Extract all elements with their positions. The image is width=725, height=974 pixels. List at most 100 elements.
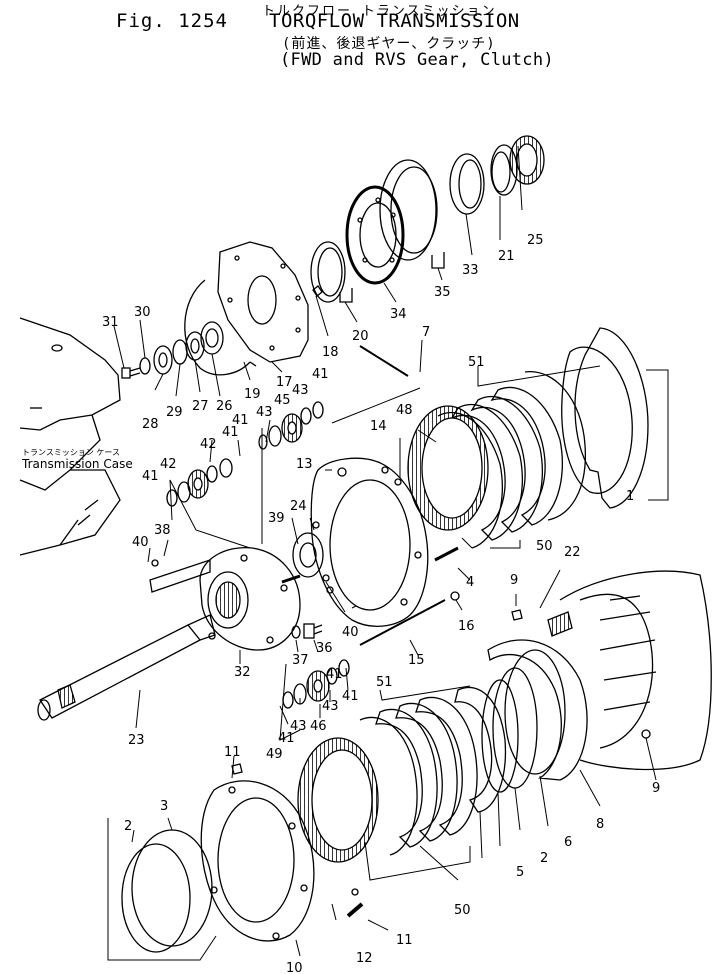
ring-6 — [492, 667, 538, 789]
bearing-24 — [292, 532, 324, 578]
callout-17: 17 — [276, 375, 293, 390]
bolt-11-upper — [231, 763, 243, 775]
bearing-27 — [185, 331, 205, 361]
callout-41-b: 41 — [232, 413, 249, 428]
callout-24: 24 — [290, 499, 307, 514]
callout-3: 3 — [160, 799, 168, 814]
ring-gear-49 — [297, 737, 379, 863]
case-label-jp: トランスミッション ケース — [22, 448, 120, 457]
callout-36: 36 — [316, 641, 333, 656]
housing-8 — [487, 639, 588, 781]
pin-40-upper — [151, 559, 159, 567]
callout-12: 12 — [356, 951, 373, 966]
piston-35 — [379, 159, 445, 269]
pin-7 — [359, 345, 409, 377]
planet-gear-set-lower — [282, 659, 350, 709]
shaft-39 — [281, 574, 301, 584]
callout-48: 48 — [396, 403, 413, 418]
callout-6: 6 — [564, 835, 572, 850]
housing-17 — [217, 241, 309, 363]
callout-40-lower: 40 — [342, 625, 359, 640]
diagram-title: TORQFLOW TRANSMISSION — [269, 10, 520, 32]
piston-34 — [345, 185, 405, 285]
cover-plate-1 — [561, 327, 649, 509]
callout-41-f: 41 — [326, 667, 343, 682]
callout-34: 34 — [390, 307, 407, 322]
callout-43-d: 43 — [290, 719, 307, 734]
callout-18: 18 — [322, 345, 339, 360]
washer-16 — [450, 591, 460, 601]
figure-number: Fig. 1254 — [116, 10, 228, 32]
bolt-9-lower — [641, 729, 651, 739]
callout-20: 20 — [352, 329, 369, 344]
japanese-title: トルクフロー トランスミッション — [262, 4, 497, 19]
callout-11-upper: 11 — [224, 745, 241, 760]
hub-32 — [199, 546, 301, 651]
clutch-pack-lower — [359, 696, 478, 856]
callout-2-left: 2 — [124, 819, 132, 834]
diagram-subtitle: (FWD and RVS Gear, Clutch) — [280, 50, 554, 70]
shaft-23 — [37, 614, 216, 721]
callout-26: 26 — [216, 399, 233, 414]
callout-41-g: 41 — [278, 731, 295, 746]
bolt-9-upper — [511, 609, 523, 621]
ring-2-right — [481, 679, 519, 793]
callout-45: 45 — [274, 393, 291, 408]
seal-ring-20 — [310, 241, 353, 303]
callout-38: 38 — [154, 523, 171, 538]
transmission-case — [19, 317, 121, 556]
callout-39: 39 — [268, 511, 285, 526]
callout-42-b: 42 — [160, 457, 177, 472]
callout-35: 35 — [434, 285, 451, 300]
callout-7: 7 — [422, 325, 430, 340]
bolt-15 — [359, 599, 446, 646]
spring-4 — [434, 546, 459, 562]
callout-21: 21 — [498, 249, 515, 264]
case-label: Transmission Case — [21, 457, 133, 471]
callout-10: 10 — [286, 961, 303, 974]
lockwasher-30 — [139, 357, 151, 375]
bolt-11-lower — [351, 888, 359, 896]
callout-labels: 25 21 33 35 34 20 18 17 19 30 31 28 29 2… — [102, 233, 660, 974]
callout-43-c: 43 — [322, 699, 339, 714]
callout-15: 15 — [408, 653, 425, 668]
callout-30: 30 — [134, 305, 151, 320]
callout-14: 14 — [370, 419, 387, 434]
callout-32: 32 — [234, 665, 251, 680]
callout-41-a: 41 — [312, 367, 329, 382]
snap-ring-19 — [184, 279, 251, 376]
callout-1: 1 — [626, 489, 634, 504]
callout-42-a: 42 — [200, 437, 217, 452]
leader-lines — [107, 145, 669, 961]
callout-4: 4 — [466, 575, 474, 590]
callout-50-upper: 50 — [536, 539, 553, 554]
callout-33: 33 — [462, 263, 479, 278]
callout-31: 31 — [102, 315, 119, 330]
washer-28 — [153, 345, 173, 375]
callout-5: 5 — [516, 865, 524, 880]
callout-23: 23 — [128, 733, 145, 748]
callout-29: 29 — [166, 405, 183, 420]
cover-10 — [200, 780, 315, 942]
snap-ring-21 — [490, 144, 518, 196]
callout-28: 28 — [142, 417, 159, 432]
bolt-36 — [303, 623, 323, 639]
callout-43-b: 43 — [256, 405, 273, 420]
callout-50-lower: 50 — [454, 903, 471, 918]
callout-9-lower: 9 — [652, 781, 660, 796]
pin-18 — [312, 285, 323, 297]
spring-22 — [547, 611, 573, 637]
plate-5 — [454, 686, 507, 813]
washer-37 — [291, 625, 301, 639]
callout-41-c: 41 — [222, 425, 239, 440]
callout-41-e: 41 — [342, 689, 359, 704]
japanese-subtitle: (前進、後退ギヤー、クラッチ) — [282, 36, 496, 52]
callout-16: 16 — [458, 619, 475, 634]
callout-46: 46 — [310, 719, 327, 734]
spring-12 — [346, 902, 364, 918]
callout-8: 8 — [596, 817, 604, 832]
callout-40-upper: 40 — [132, 535, 149, 550]
callout-51-upper: 51 — [468, 355, 485, 370]
